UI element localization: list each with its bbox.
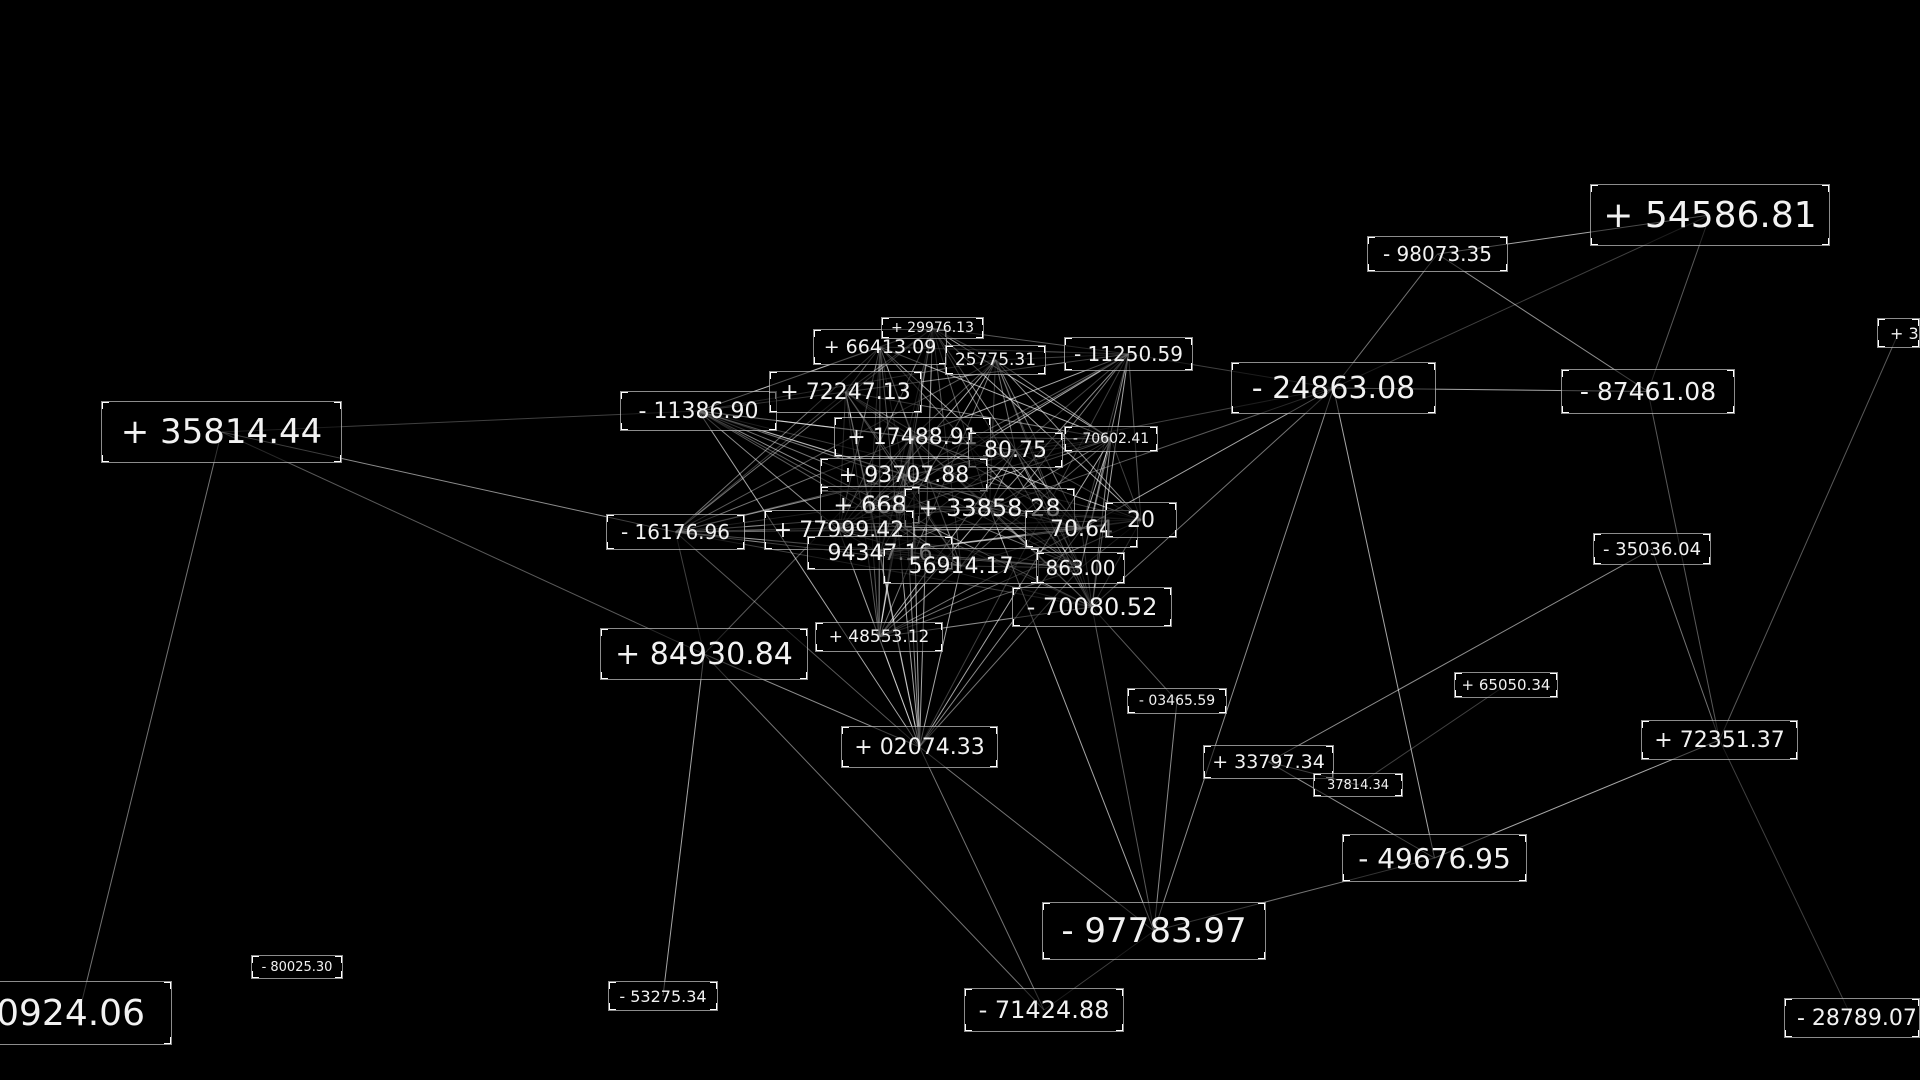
value-tag-text: - 11386.90 [638,398,759,424]
value-tag-text: - 35036.04 [1602,538,1702,560]
value-tag-text: + 33 [1890,323,1919,343]
value-tag: - 16176.96 [606,514,745,550]
value-tag: - 35036.04 [1593,533,1711,565]
connection-line [698,410,920,748]
value-tag-text: + 72351.37 [1654,727,1785,753]
value-tag-text: - 70080.52 [1026,593,1158,621]
value-tag: - 87461.08 [1561,369,1735,414]
value-tag: 56914.17 [883,548,1039,584]
connection-line [1333,387,1435,859]
value-tag: + 48553.12 [815,622,943,652]
connection-line [1268,548,1653,763]
value-tag: - 97783.97 [1042,902,1266,960]
value-tag: 37814.34 [1313,773,1403,797]
value-tag-text: + 54586.81 [1603,194,1817,236]
connection-line [1091,606,1155,932]
value-tag: + 29976.13 [881,317,984,339]
value-tag-text: - 03465.59 [1138,693,1216,709]
connection-line [919,746,1155,932]
connection-line [919,565,962,748]
value-tag: - 28789.07 [1784,998,1920,1038]
value-tag: + 33797.34 [1203,745,1334,779]
value-tag: 20924.06 [0,981,172,1045]
value-tag-text: - 98073.35 [1382,242,1492,266]
value-tag-text: - 53275.34 [619,986,707,1006]
value-tag-text: + 93707.88 [838,462,970,488]
value-tag: - 53275.34 [608,981,718,1011]
connection-line [1153,700,1178,932]
connection-line [703,653,1045,1011]
value-tag: 25775.31 [945,345,1046,375]
value-tag: - 03465.59 [1127,688,1227,714]
value-tag-text: + 17488.91 [847,424,978,450]
value-tag: + 02074.33 [841,726,998,768]
value-tag: + 54586.81 [1590,184,1830,246]
value-tag-text: 25775.31 [954,350,1037,370]
value-tag-text: - 49676.95 [1358,841,1511,875]
value-tag: - 70602.41 [1064,426,1158,452]
value-tag: - 11386.90 [620,391,777,431]
value-tag-text: - 70602.41 [1072,431,1150,447]
value-tag-text: - 16176.96 [620,520,730,544]
value-tag-text: 20 [1127,507,1155,533]
value-tag: + 84930.84 [600,628,808,680]
value-tag-text: - 71424.88 [978,996,1110,1024]
value-tag-text: 56914.17 [908,553,1014,579]
value-tag: + 72351.37 [1641,720,1798,760]
value-tag: - 98073.35 [1367,236,1508,272]
value-tag: - 24863.08 [1231,362,1436,414]
value-tag: - 11250.59 [1064,337,1193,371]
connection-line [919,746,1045,1011]
value-tag-text: + 29976.13 [891,320,974,336]
value-tag-text: 20924.06 [0,992,145,1034]
value-tag-text: - 28789.07 [1797,1005,1917,1031]
value-tag: - 49676.95 [1342,834,1527,882]
value-tag-text: 80.75 [984,437,1047,463]
value-tag-text: + 33797.34 [1212,751,1325,773]
value-tag-text: - 80025.30 [261,959,333,975]
value-tag-text: + 84930.84 [615,636,793,672]
value-tag: + 17488.91 [834,417,991,457]
value-tag-text: - 11250.59 [1073,342,1183,366]
value-tag-text: + 35814.44 [120,412,323,452]
value-tag-text: + 48553.12 [828,627,930,647]
connection-line [1091,387,1334,608]
connection-line [1719,332,1899,741]
value-tag: - 80025.30 [251,955,343,979]
value-tag: + 66413.09 [813,329,947,365]
value-tag-text: + 66413.09 [823,336,937,358]
connection-line [989,353,1129,509]
value-tag: + 65050.34 [1454,672,1558,698]
value-tag: 863.00 [1036,552,1125,584]
value-tag-text: - 24863.08 [1251,370,1416,406]
value-tag: + 33 [1877,318,1920,348]
connection-line [1357,684,1507,786]
connection-line [221,431,705,655]
value-tag-text: + 02074.33 [854,734,985,760]
value-tag-text: + 72247.13 [780,379,911,405]
value-tag-text: 70.64 [1050,516,1113,542]
value-tag: 20 [1105,502,1177,538]
connection-line [1647,391,1720,741]
value-tag-text: + 65050.34 [1461,676,1551,694]
value-tag: + 35814.44 [101,401,342,463]
value-tag: + 72247.13 [769,371,922,413]
value-tag-text: - 97783.97 [1061,911,1247,951]
connection-line [1153,387,1334,932]
connection-line [1719,739,1853,1019]
connection-line [1651,548,1720,741]
value-tag-text: 37814.34 [1326,777,1390,793]
value-tag: - 71424.88 [964,988,1124,1032]
connection-line [662,653,705,997]
value-tag-text: 863.00 [1045,556,1116,580]
connection-line [1437,253,1649,392]
value-tag-text: - 87461.08 [1579,377,1717,406]
connection-line [78,431,222,1014]
value-tag: - 70080.52 [1012,587,1172,627]
connection-line [675,391,846,533]
